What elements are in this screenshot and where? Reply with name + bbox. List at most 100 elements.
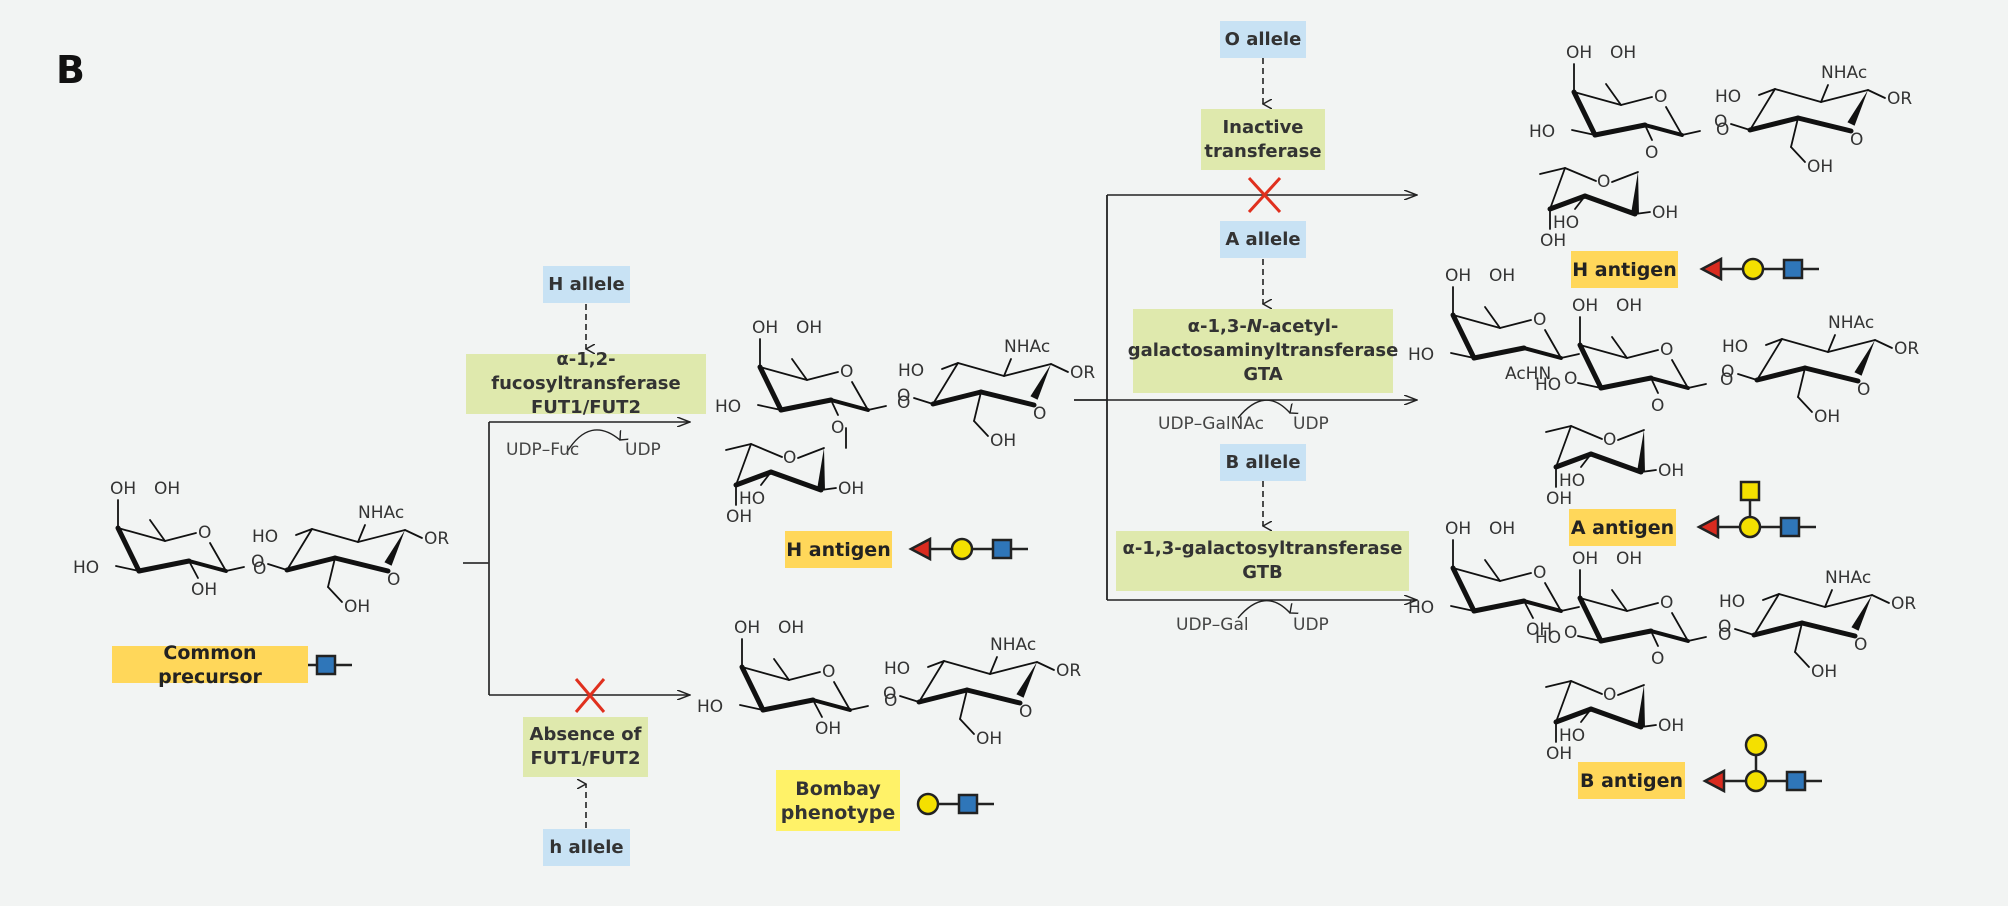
svg-text:O: O (1564, 369, 1577, 389)
bombay-glycan-chain (916, 792, 994, 816)
h-antigen-label-middle: H antigen (785, 531, 892, 568)
svg-text:O: O (1533, 563, 1546, 583)
svg-text:O: O (253, 559, 266, 579)
precursor-linkage: O (253, 559, 266, 579)
svg-text:NHAc: NHAc (990, 635, 1036, 655)
h-antigen-mid-glycan-chain (908, 536, 1028, 562)
svg-text:O: O (1718, 625, 1731, 645)
block-cross-inactive (1247, 176, 1282, 214)
svg-text:OR: OR (1070, 363, 1095, 383)
galactose-circle-icon (1744, 733, 1768, 757)
svg-text:OH: OH (1566, 43, 1592, 63)
glcnac-square-icon (1779, 516, 1801, 538)
svg-text:NHAc: NHAc (1004, 337, 1050, 357)
galnac-cofactor-curve (1237, 399, 1290, 419)
svg-text:OH: OH (815, 719, 841, 739)
svg-text:O: O (1597, 172, 1610, 192)
svg-text:O: O (1603, 685, 1616, 705)
panel-label: B (56, 48, 85, 92)
svg-text:OH: OH (976, 729, 1002, 749)
fucose-triangle-icon (1699, 256, 1723, 282)
glcnac-square-icon (991, 538, 1013, 560)
svg-text:HO: HO (1719, 592, 1745, 612)
svg-text:OH: OH (110, 479, 136, 499)
gta-enzyme-label: α-1,3-N-acetyl- galactosaminyltransferas… (1127, 316, 1399, 385)
svg-text:O: O (1720, 370, 1733, 390)
svg-text:O: O (1660, 340, 1673, 360)
fucose-triangle-icon (1696, 514, 1720, 540)
b-antigen-galactose-branch: O OH OH HO OH (1408, 519, 1580, 640)
b-antigen-label: B antigen (1578, 762, 1685, 799)
svg-text:NHAc: NHAc (358, 503, 404, 523)
a-antigen-linkage: OO (1564, 369, 1733, 390)
gtb-enzyme-box: α-1,3-galactosyltransferase GTB (1116, 531, 1409, 591)
svg-text:O: O (1850, 130, 1863, 150)
h-antigen-mid-linkage: O (897, 393, 910, 413)
galactose-circle-icon (1738, 515, 1762, 539)
svg-text:O: O (1564, 623, 1577, 643)
svg-text:OH: OH (191, 580, 217, 600)
fut-enzyme-box: α-1,2-fucosyltransferase FUT1/FUT2 (466, 349, 706, 418)
svg-text:HO: HO (898, 361, 924, 381)
h-antigen-right-linkage: O (1716, 120, 1729, 140)
gta-enzyme-box: α-1,3-N-acetyl- galactosaminyltransferas… (1128, 309, 1398, 393)
svg-text:HO: HO (1553, 213, 1579, 233)
svg-text:O: O (1716, 120, 1729, 140)
block-cross-fut (574, 678, 606, 713)
inactive-transferase-box: Inactive transferase (1201, 109, 1325, 170)
svg-text:OH: OH (778, 618, 804, 638)
svg-text:O: O (897, 393, 910, 413)
svg-text:O: O (251, 552, 264, 572)
glcnac-square-icon (1782, 258, 1804, 280)
svg-text:HO: HO (1559, 726, 1585, 746)
svg-text:OH: OH (1526, 620, 1552, 640)
svg-text:O: O (831, 418, 844, 438)
svg-text:O: O (1603, 430, 1616, 450)
svg-text:O: O (822, 662, 835, 682)
fuc-cofactor-curve (566, 429, 620, 453)
svg-text:O: O (1033, 404, 1046, 424)
svg-text:HO: HO (252, 527, 278, 547)
svg-text:OH: OH (1652, 203, 1678, 223)
galactose-circle-icon (916, 792, 940, 816)
svg-text:OR: OR (424, 529, 449, 549)
svg-text:HO: HO (1408, 598, 1434, 618)
svg-text:NHAc: NHAc (1828, 313, 1874, 333)
svg-text:OH: OH (1540, 231, 1566, 251)
svg-text:OH: OH (1658, 716, 1684, 736)
udp-fuc-label: UDP–Fuc (506, 440, 580, 460)
h-antigen-right-glycan-chain (1699, 256, 1819, 282)
svg-text:HO: HO (739, 489, 765, 509)
svg-text:HO: HO (1535, 628, 1561, 648)
b-antigen-glycan-chain (1702, 733, 1822, 794)
gal-cofactor-curve (1237, 599, 1290, 619)
svg-text:HO: HO (1535, 375, 1561, 395)
h-antigen-label-right: H antigen (1571, 251, 1678, 288)
svg-text:O: O (1718, 617, 1731, 637)
svg-text:HO: HO (1722, 337, 1748, 357)
galactose-circle-icon (1744, 769, 1768, 793)
svg-text:OH: OH (1489, 519, 1515, 539)
svg-text:OH: OH (1445, 519, 1471, 539)
svg-text:OR: OR (1056, 661, 1081, 681)
udp-gal-label: UDP–Gal (1176, 615, 1249, 635)
svg-text:O: O (1533, 310, 1546, 330)
svg-text:HO: HO (1529, 122, 1555, 142)
udp-fuc-product-label: UDP (625, 440, 661, 460)
glcnac-square-icon (1785, 770, 1807, 792)
svg-text:O: O (1019, 702, 1032, 722)
common-precursor-label: Common precursor (112, 642, 308, 688)
svg-text:HO: HO (884, 659, 910, 679)
svg-text:O: O (1714, 112, 1727, 132)
h-recessive-allele-box: h allele (543, 829, 630, 866)
b-antigen-linkage: OO (1564, 623, 1731, 645)
svg-text:OH: OH (1546, 489, 1572, 509)
